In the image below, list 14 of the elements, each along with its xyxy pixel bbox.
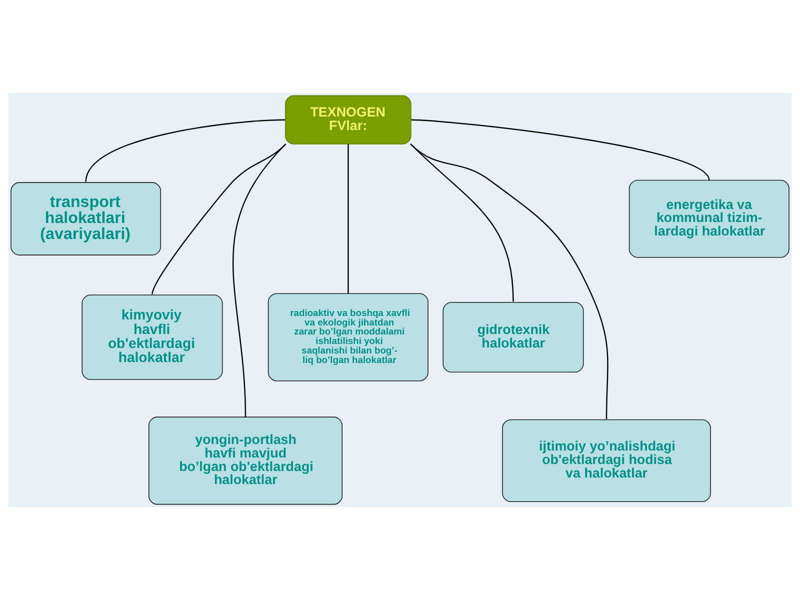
connector: [410, 144, 608, 420]
connector: [152, 144, 286, 294]
node-box: gidrotexnik halokatlar: [442, 302, 584, 373]
node-box: ijtimoiy yo’nalishdagi ob'ektlardagi hodisa va halokatlar: [502, 419, 711, 502]
node-box: yongin-portlash havfi mavjud bo’lgan ob'ektlardagi halokatlar: [148, 416, 343, 505]
node-box: radioaktiv va boshqa xavfli va ekologik jihatdan zarar bo’lgan moddalami ishlatilishi yoki saqlanishi bilan bog’- liq bo’lgan halokatlar: [268, 293, 428, 382]
node-box: kimyoviy havfli ob'ektlardagi halokatlar: [82, 294, 223, 380]
node-box: transport halokatlari (avariyalari): [10, 182, 162, 256]
node-box: energetika va kommunal tizim- lardagi halokatlar: [628, 180, 790, 258]
node-box: TEXNOGEN FVlar:: [285, 95, 412, 144]
connector: [411, 119, 710, 181]
connector: [232, 144, 286, 418]
connector: [348, 144, 349, 294]
connector: [85, 119, 286, 182]
